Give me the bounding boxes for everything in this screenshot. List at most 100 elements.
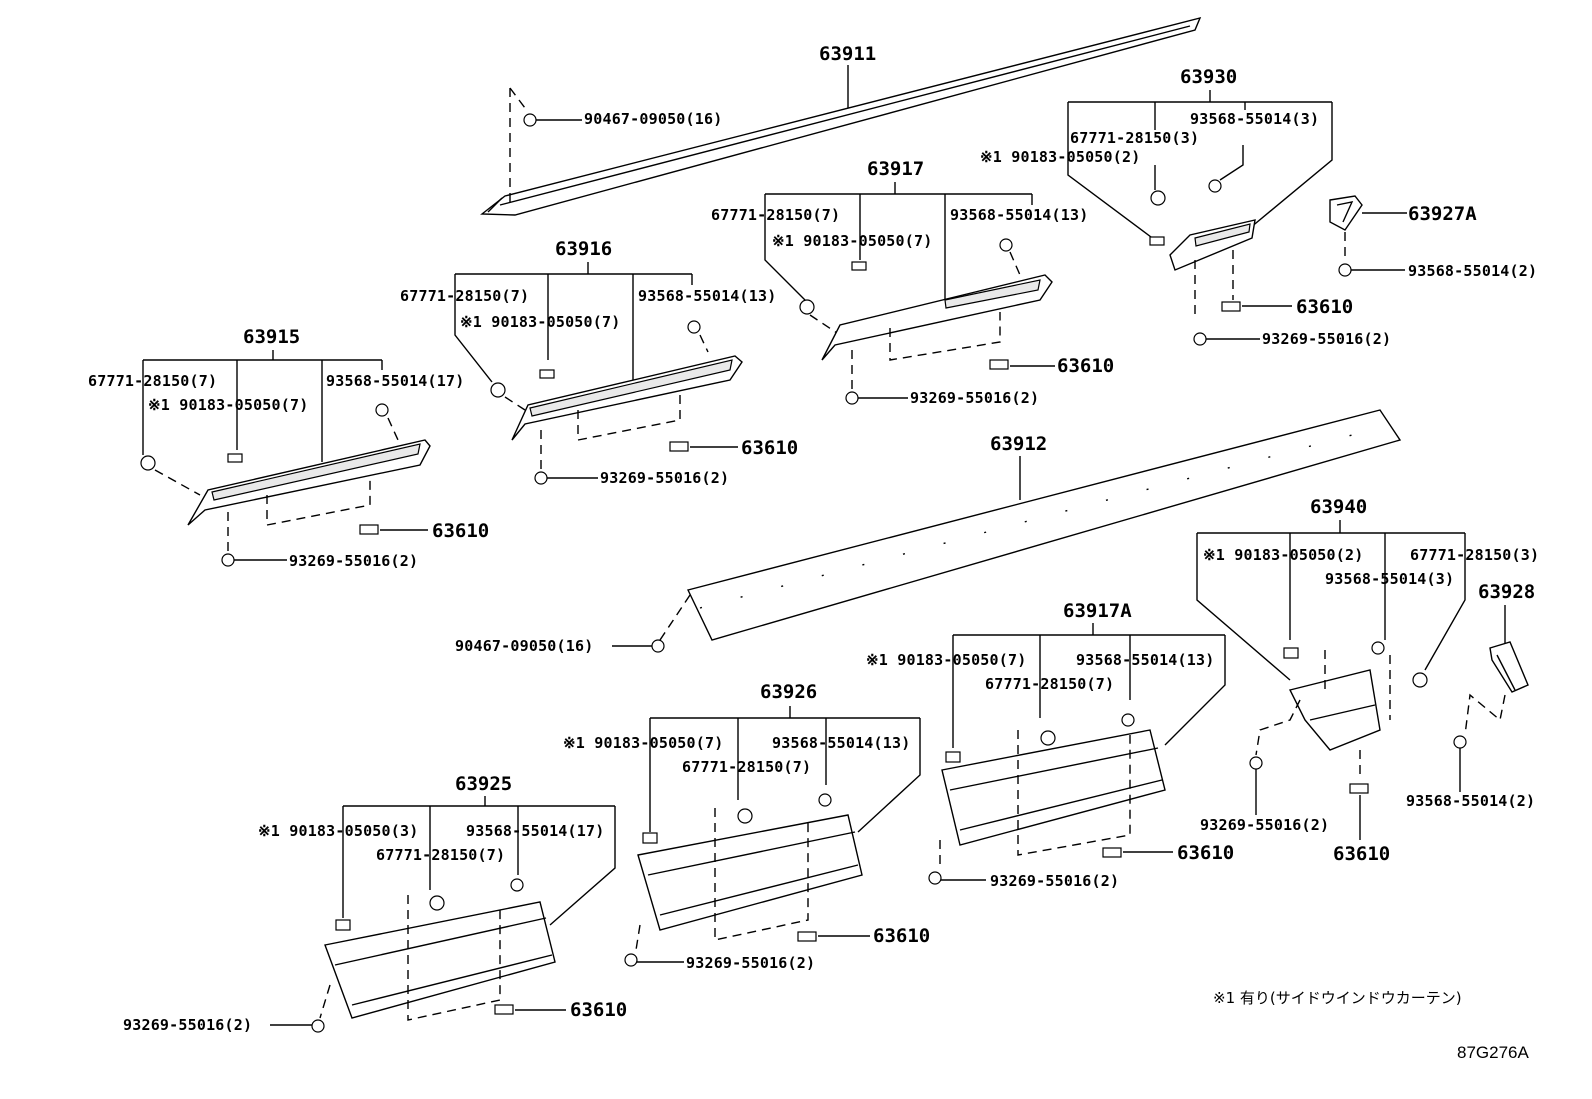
- label-63610-f: 63610: [1177, 842, 1234, 864]
- ref-93568-17-63915: 93568-55014(17): [326, 372, 464, 390]
- ref-93568-2-a: 93568-55014(2): [1408, 262, 1537, 280]
- clip-90183-icon: [851, 261, 867, 271]
- clip-67771-icon: [429, 895, 445, 911]
- label-63925: 63925: [455, 773, 512, 795]
- clip-90467-icon: [523, 113, 537, 127]
- label-63926: 63926: [760, 681, 817, 703]
- nut-63610-icon: [797, 931, 817, 942]
- nut-63610-icon: [669, 441, 689, 452]
- nut-63610-icon: [359, 524, 379, 535]
- clip-67771-icon: [799, 299, 815, 315]
- ref-90467-mid: 90467-09050(16): [455, 637, 593, 655]
- label-63610-a: 63610: [1296, 296, 1353, 318]
- screw-93568-icon: [1453, 735, 1467, 749]
- clip-67771-icon: [1150, 190, 1166, 206]
- label-63916: 63916: [555, 238, 612, 260]
- ref-67771-7-63917A: 67771-28150(7): [985, 675, 1114, 693]
- ref-90183-7-63915: ※1 90183-05050(7): [148, 396, 308, 414]
- screw-93269-icon: [1249, 756, 1263, 770]
- ref-67771-7-63915: 67771-28150(7): [88, 372, 217, 390]
- part-63927A: [1329, 195, 1363, 231]
- ref-90183-3-63925: ※1 90183-05050(3): [258, 822, 418, 840]
- screw-93568-icon: [375, 403, 389, 417]
- label-63915: 63915: [243, 326, 300, 348]
- label-63610-e: 63610: [1333, 843, 1390, 865]
- ref-67771-3-63930: 67771-28150(3): [1070, 129, 1199, 147]
- label-63927A: 63927A: [1408, 203, 1477, 225]
- label-63917: 63917: [867, 158, 924, 180]
- ref-67771-7-63916: 67771-28150(7): [400, 287, 529, 305]
- nut-63610-icon: [1102, 847, 1122, 858]
- clip-90183-icon: [1149, 236, 1165, 246]
- nut-63610-icon: [989, 359, 1009, 370]
- screw-93269-icon: [221, 553, 235, 567]
- ref-90183-2-63940: ※1 90183-05050(2): [1203, 546, 1363, 564]
- clip-67771-icon: [1412, 672, 1428, 688]
- ref-93269-63925: 93269-55016(2): [123, 1016, 252, 1034]
- screw-93568-icon: [1338, 263, 1352, 277]
- screw-93568-icon: [687, 320, 701, 334]
- ref-93568-3-63930: 93568-55014(3): [1190, 110, 1319, 128]
- clip-90183-icon: [642, 832, 658, 844]
- clip-67771-icon: [737, 808, 753, 824]
- screw-93269-icon: [1193, 332, 1207, 346]
- clip-90183-icon: [335, 919, 351, 931]
- ref-90183-7-63917: ※1 90183-05050(7): [772, 232, 932, 250]
- ref-90183-7-63917A: ※1 90183-05050(7): [866, 651, 1026, 669]
- ref-93269-63930: 93269-55016(2): [1262, 330, 1391, 348]
- nut-63610-icon: [494, 1004, 514, 1015]
- ref-93568-17-63925: 93568-55014(17): [466, 822, 604, 840]
- ref-93269-63916: 93269-55016(2): [600, 469, 729, 487]
- ref-90183-7-63916: ※1 90183-05050(7): [460, 313, 620, 331]
- clip-67771-icon: [1040, 730, 1056, 746]
- ref-67771-7-63925: 67771-28150(7): [376, 846, 505, 864]
- label-63610-g: 63610: [873, 925, 930, 947]
- clip-67771-icon: [490, 382, 506, 398]
- screw-93269-icon: [624, 953, 638, 967]
- clip-90467-icon: [651, 639, 665, 653]
- label-63610-d: 63610: [432, 520, 489, 542]
- ref-90183-2: ※1 90183-05050(2): [980, 148, 1140, 166]
- ref-93568-13-63926: 93568-55014(13): [772, 734, 910, 752]
- ref-93269-63917: 93269-55016(2): [910, 389, 1039, 407]
- ref-90183-7-63926: ※1 90183-05050(7): [563, 734, 723, 752]
- nut-63610-icon: [1349, 783, 1369, 794]
- part-63912: [687, 409, 1402, 641]
- screw-93269-icon: [845, 391, 859, 405]
- label-63610-c: 63610: [741, 437, 798, 459]
- label-63912: 63912: [990, 433, 1047, 455]
- label-63610-b: 63610: [1057, 355, 1114, 377]
- ref-93269-63926: 93269-55016(2): [686, 954, 815, 972]
- label-63610-h: 63610: [570, 999, 627, 1021]
- label-63940: 63940: [1310, 496, 1367, 518]
- part-63928: [1489, 641, 1529, 693]
- screw-93568-icon: [818, 793, 832, 807]
- ref-67771-7-63926: 67771-28150(7): [682, 758, 811, 776]
- label-63911: 63911: [819, 43, 876, 65]
- clip-90183-icon: [945, 751, 961, 763]
- screw-93269-icon: [534, 471, 548, 485]
- screw-93568-icon: [999, 238, 1013, 252]
- ref-93269-63917A: 93269-55016(2): [990, 872, 1119, 890]
- ref-93568-3-63940: 93568-55014(3): [1325, 570, 1454, 588]
- clip-67771-icon: [140, 455, 156, 471]
- screw-93568-icon: [510, 878, 524, 892]
- screw-93269-icon: [311, 1019, 325, 1033]
- clip-90183-icon: [1283, 647, 1299, 659]
- screw-93568-icon: [1371, 641, 1385, 655]
- ref-67771-7-63917: 67771-28150(7): [711, 206, 840, 224]
- label-63930: 63930: [1180, 66, 1237, 88]
- nut-63610-icon: [1221, 301, 1241, 312]
- diagram-code: 87G276A: [1457, 1043, 1529, 1062]
- ref-93568-13-63916: 93568-55014(13): [638, 287, 776, 305]
- footnote: ※1 有り(サイドウインドウカーテン): [1213, 989, 1462, 1007]
- ref-93568-13-63917: 93568-55014(13): [950, 206, 1088, 224]
- ref-93568-2-b: 93568-55014(2): [1406, 792, 1535, 810]
- clip-90183-icon: [227, 453, 243, 463]
- ref-67771-3-63940: 67771-28150(3): [1410, 546, 1539, 564]
- ref-90467-top: 90467-09050(16): [584, 110, 722, 128]
- label-63917A: 63917A: [1063, 600, 1132, 622]
- clip-90183-icon: [539, 369, 555, 379]
- screw-93568-icon: [1121, 713, 1135, 727]
